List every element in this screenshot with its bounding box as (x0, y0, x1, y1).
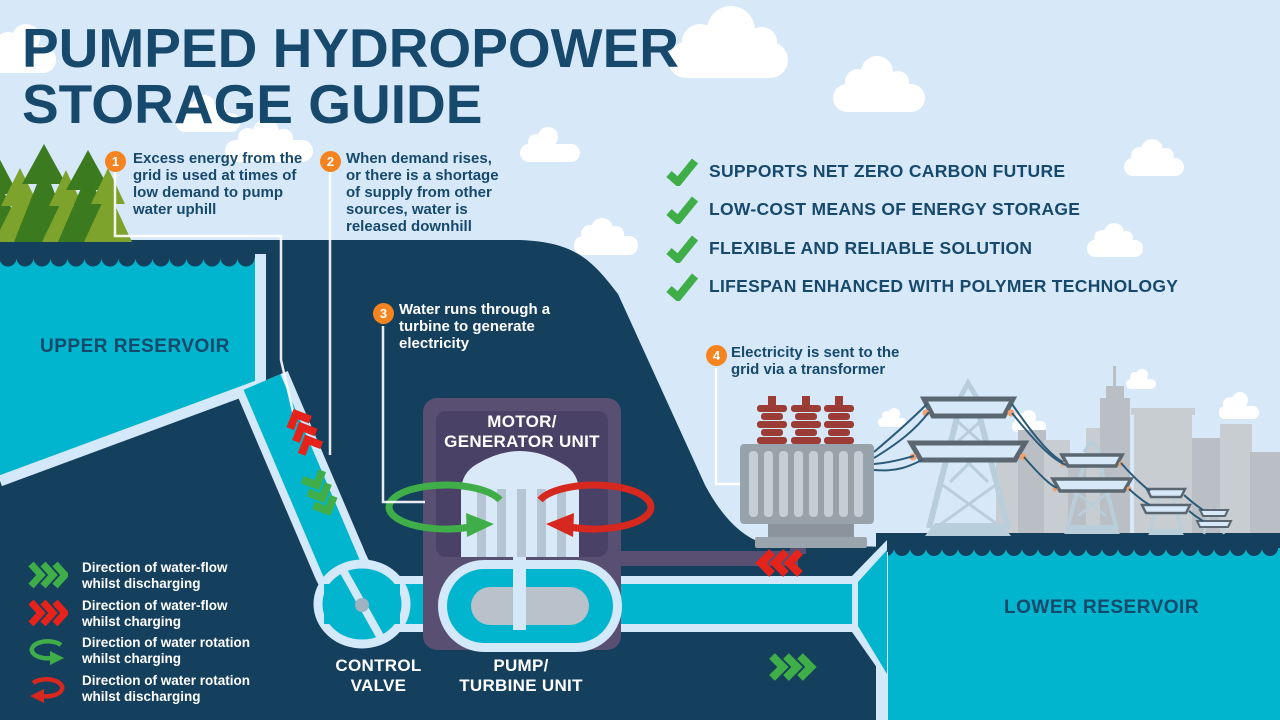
benefit-item: LIFESPAN ENHANCED WITH POLYMER TECHNOLOG… (666, 272, 1179, 301)
checkmark-icon (666, 195, 698, 224)
flow-chevrons-charging-tailrace (755, 549, 803, 577)
pipe-funnel (852, 540, 887, 682)
control-valve-illustration (313, 559, 411, 649)
dam-face-border (0, 380, 259, 487)
benefit-item: LOW-COST MEANS OF ENERGY STORAGE (666, 195, 1081, 224)
checkmark-icon (666, 234, 698, 263)
callout-leader-lines (113, 172, 740, 504)
transformer-bushings (757, 396, 854, 450)
upper-reservoir (0, 249, 266, 487)
pylon-medium (1049, 438, 1135, 534)
step-3-badge: 3 (373, 303, 394, 324)
step-1-badge: 1 (105, 151, 126, 172)
power-lines (873, 403, 1204, 522)
upper-reservoir-label: UPPER RESERVOIR (40, 336, 230, 357)
red-flow-chevrons-icon (28, 599, 68, 627)
red-rotation-arrow-icon (30, 677, 65, 703)
benefit-item: FLEXIBLE AND RELIABLE SOLUTION (666, 234, 1033, 263)
motor-generator-label: MOTOR/ GENERATOR UNIT (444, 412, 600, 452)
legend-item: Direction of water-flow whilst charging (28, 598, 228, 631)
lower-reservoir-label: LOWER RESERVOIR (1004, 597, 1200, 618)
pump-turbine-illustration (438, 498, 622, 652)
pine-trees (0, 144, 132, 242)
step-2-badge: 2 (320, 151, 341, 172)
pump-turbine-label: PUMP/ TURBINE UNIT (459, 656, 583, 696)
green-rotation-arrow-icon (29, 639, 64, 665)
legend-text: Direction of water rotation whilst disch… (82, 673, 251, 705)
shore-wave-band (876, 533, 1280, 556)
flow-chevrons-discharging-tailrace (769, 653, 817, 681)
step-1-text: Excess energy from the grid is used at t… (133, 150, 303, 218)
pylon-large (906, 377, 1030, 536)
step-3-text: Water runs through a turbine to generate… (399, 301, 551, 352)
step-4-badge: 4 (706, 345, 727, 366)
page-title-line2: STORAGE GUIDE (22, 73, 483, 136)
checkmark-icon (666, 157, 698, 186)
page-title: PUMPED HYDROPOWER STORAGE GUIDE (22, 20, 679, 132)
legend-text: Direction of water-flow whilst charging (82, 598, 228, 630)
benefit-label: SUPPORTS NET ZERO CARBON FUTURE (709, 160, 1066, 181)
step-4-text: Electricity is sent to the grid via a tr… (731, 344, 900, 378)
dam-wall (255, 254, 266, 388)
rotation-arrow-red (537, 481, 655, 537)
benefit-label: LOW-COST MEANS OF ENERGY STORAGE (709, 198, 1081, 219)
transformer-ribs (749, 451, 863, 517)
benefit-label: FLEXIBLE AND RELIABLE SOLUTION (709, 237, 1033, 258)
control-valve-label: CONTROL VALVE (335, 656, 422, 696)
upper-reservoir-water (0, 258, 258, 476)
legend-text: Direction of water-flow whilst dischargi… (82, 560, 228, 592)
generator-dome (461, 451, 579, 557)
legend-item: Direction of water rotation whilst disch… (26, 673, 250, 706)
upper-wave-scallops (0, 249, 255, 267)
transformer-illustration (740, 396, 874, 548)
lower-reservoir-water (884, 540, 1280, 720)
pylon-small (1139, 486, 1193, 535)
checkmark-icon (666, 272, 698, 301)
benefit-item: SUPPORTS NET ZERO CARBON FUTURE (666, 157, 1066, 186)
transmission-towers (906, 377, 1233, 536)
pylon-tiny (1195, 507, 1233, 535)
page-title-line1: PUMPED HYDROPOWER (22, 17, 679, 79)
step-2-text: When demand rises, or there is a shortag… (346, 150, 499, 235)
rotation-arrow-green (385, 481, 503, 537)
green-flow-chevrons-icon (28, 561, 68, 589)
legend-text: Direction of water rotation whilst charg… (82, 635, 251, 667)
flow-chevrons-charging-penstock (286, 408, 324, 456)
legend-item: Direction of water rotation whilst charg… (26, 635, 250, 668)
legend-item: Direction of water-flow whilst dischargi… (28, 560, 228, 593)
benefit-label: LIFESPAN ENHANCED WITH POLYMER TECHNOLOG… (709, 275, 1179, 296)
flow-chevrons-discharging-penstock (300, 469, 338, 517)
clouds (0, 6, 1259, 432)
